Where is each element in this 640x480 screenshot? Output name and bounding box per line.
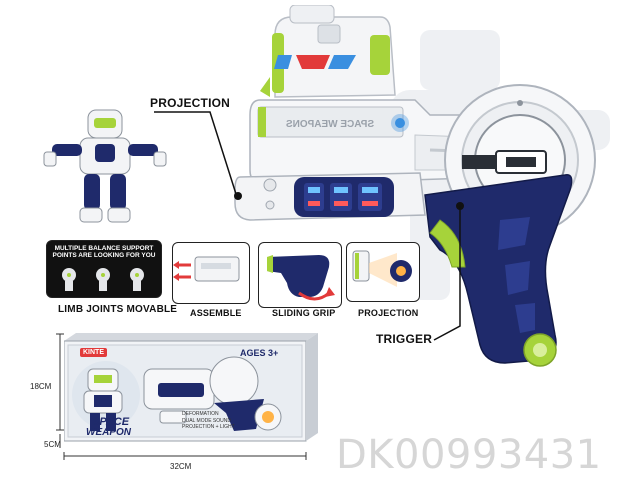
balance-text-line-2: POINTS ARE LOOKING FOR YOU xyxy=(52,252,156,259)
robot-figure xyxy=(43,109,167,223)
box-title-line-1: SPACE xyxy=(92,416,130,428)
callout-projection: PROJECTION xyxy=(150,96,231,110)
balance-text-line-1: MULTIPLE BALANCE SUPPORT xyxy=(54,245,154,252)
sliding-grip-graphic xyxy=(267,255,335,301)
gun-top-projector xyxy=(260,5,396,98)
box-bullet-list: DEFORMATION DUAL MODE SOUND PROJECTION +… xyxy=(182,411,235,431)
dimension-height: 18CM xyxy=(30,382,52,391)
feature-sliding-label: SLIDING GRIP xyxy=(272,308,336,318)
box-bullet-1: DEFORMATION xyxy=(182,411,219,417)
box-bullet-2: DUAL MODE SOUND xyxy=(182,417,231,424)
feature-assemble-panel xyxy=(172,242,250,304)
toy-gun-illustration: SPACE WEAPONS xyxy=(234,5,596,367)
package-box-graphic xyxy=(64,333,318,442)
box-ages-badge: AGES 3+ xyxy=(240,348,279,358)
callout-trigger-line xyxy=(433,202,464,341)
assemble-graphic xyxy=(173,256,240,282)
dimension-width: 32CM xyxy=(170,462,192,471)
callout-trigger: TRIGGER xyxy=(376,332,433,346)
balance-poses-graphic xyxy=(62,268,144,291)
callout-projection-line xyxy=(154,111,242,200)
feature-projection-label: PROJECTION xyxy=(358,308,419,318)
projection-graphic xyxy=(352,250,412,287)
package-box: KINTE AGES 3+ SPACE WEAPON DEFORMATION D… xyxy=(64,333,318,443)
feature-sliding-grip-panel xyxy=(258,242,342,308)
gun-front-body xyxy=(234,172,426,221)
dimension-depth: 5CM xyxy=(44,440,61,449)
feature-balance-panel: MULTIPLE BALANCE SUPPORT POINTS ARE LOOK… xyxy=(46,240,162,298)
box-dimension-lines xyxy=(56,333,307,460)
feature-assemble-label: ASSEMBLE xyxy=(190,308,242,318)
box-brand-logo: KINTE xyxy=(80,348,107,357)
box-bullet-3: PROJECTION + LIGHT xyxy=(182,424,235,430)
box-title-line-2: WEAPON xyxy=(86,427,131,438)
feature-projection-panel xyxy=(346,242,420,302)
product-code: DK00993431 xyxy=(336,432,602,478)
gun-side-text: SPACE WEAPONS xyxy=(286,119,374,130)
gun-handle xyxy=(424,174,573,367)
feature-limb-label: LIMB JOINTS MOVABLE xyxy=(58,304,178,315)
